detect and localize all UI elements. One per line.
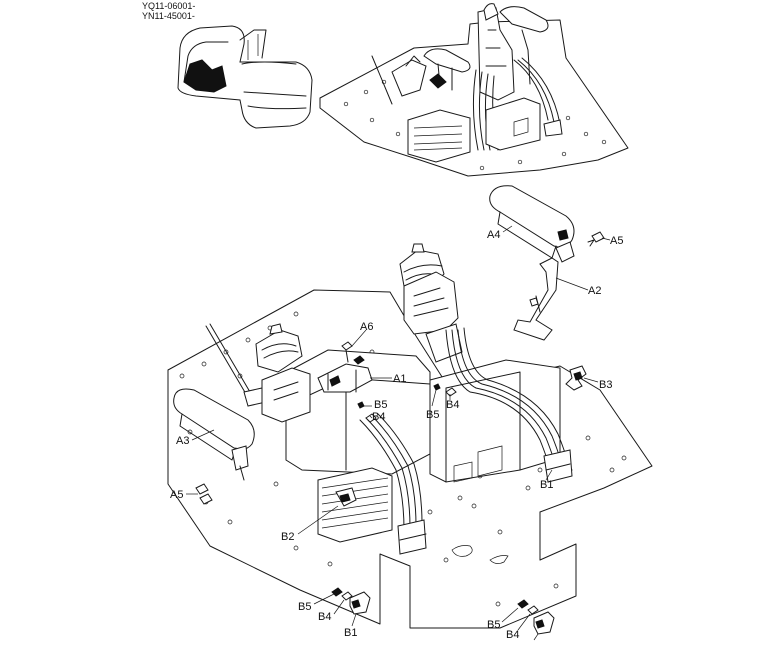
a6-bolt-lower [353,355,365,365]
b3-clamp [565,365,587,391]
label-b5-upper-left: B5 [374,399,387,411]
label-b1-left: B1 [344,627,357,639]
label-b2: B2 [281,531,294,543]
label-a5-right: A5 [610,235,623,247]
b1-clamp-right [533,611,555,635]
b1-clamp-left [349,591,371,615]
label-b5-lower-right: B5 [487,619,500,631]
label-b5-lower-left: B5 [298,601,311,613]
serial-number-line-1: YQ11-06001- [142,1,195,11]
a5-bolt-left [195,483,213,505]
label-b4-lower-left: B4 [318,611,331,623]
seat-thumbnail [177,25,313,129]
label-a5-left: A5 [170,489,183,501]
leader-lines [186,225,611,641]
label-b4-upper-left: B4 [372,411,385,423]
a3-left-armrest [173,388,255,481]
label-b4-lower-right: B4 [506,629,519,641]
label-b1-right: B1 [540,479,553,491]
label-b3: B3 [599,379,612,391]
label-a6: A6 [360,321,373,333]
serial-number-line-2: YN11-45001- [142,11,195,21]
main-assembly [167,185,653,635]
a4-right-armrest [489,185,575,263]
a5-bolt-right [587,231,605,247]
top-assembly-overview [319,3,629,177]
label-a1: A1 [393,373,406,385]
label-a4: A4 [487,229,500,241]
label-a2: A2 [588,285,601,297]
label-a3: A3 [176,435,189,447]
label-b4-upper-mid: B4 [446,399,459,411]
label-b5-upper-mid: B5 [426,409,439,421]
